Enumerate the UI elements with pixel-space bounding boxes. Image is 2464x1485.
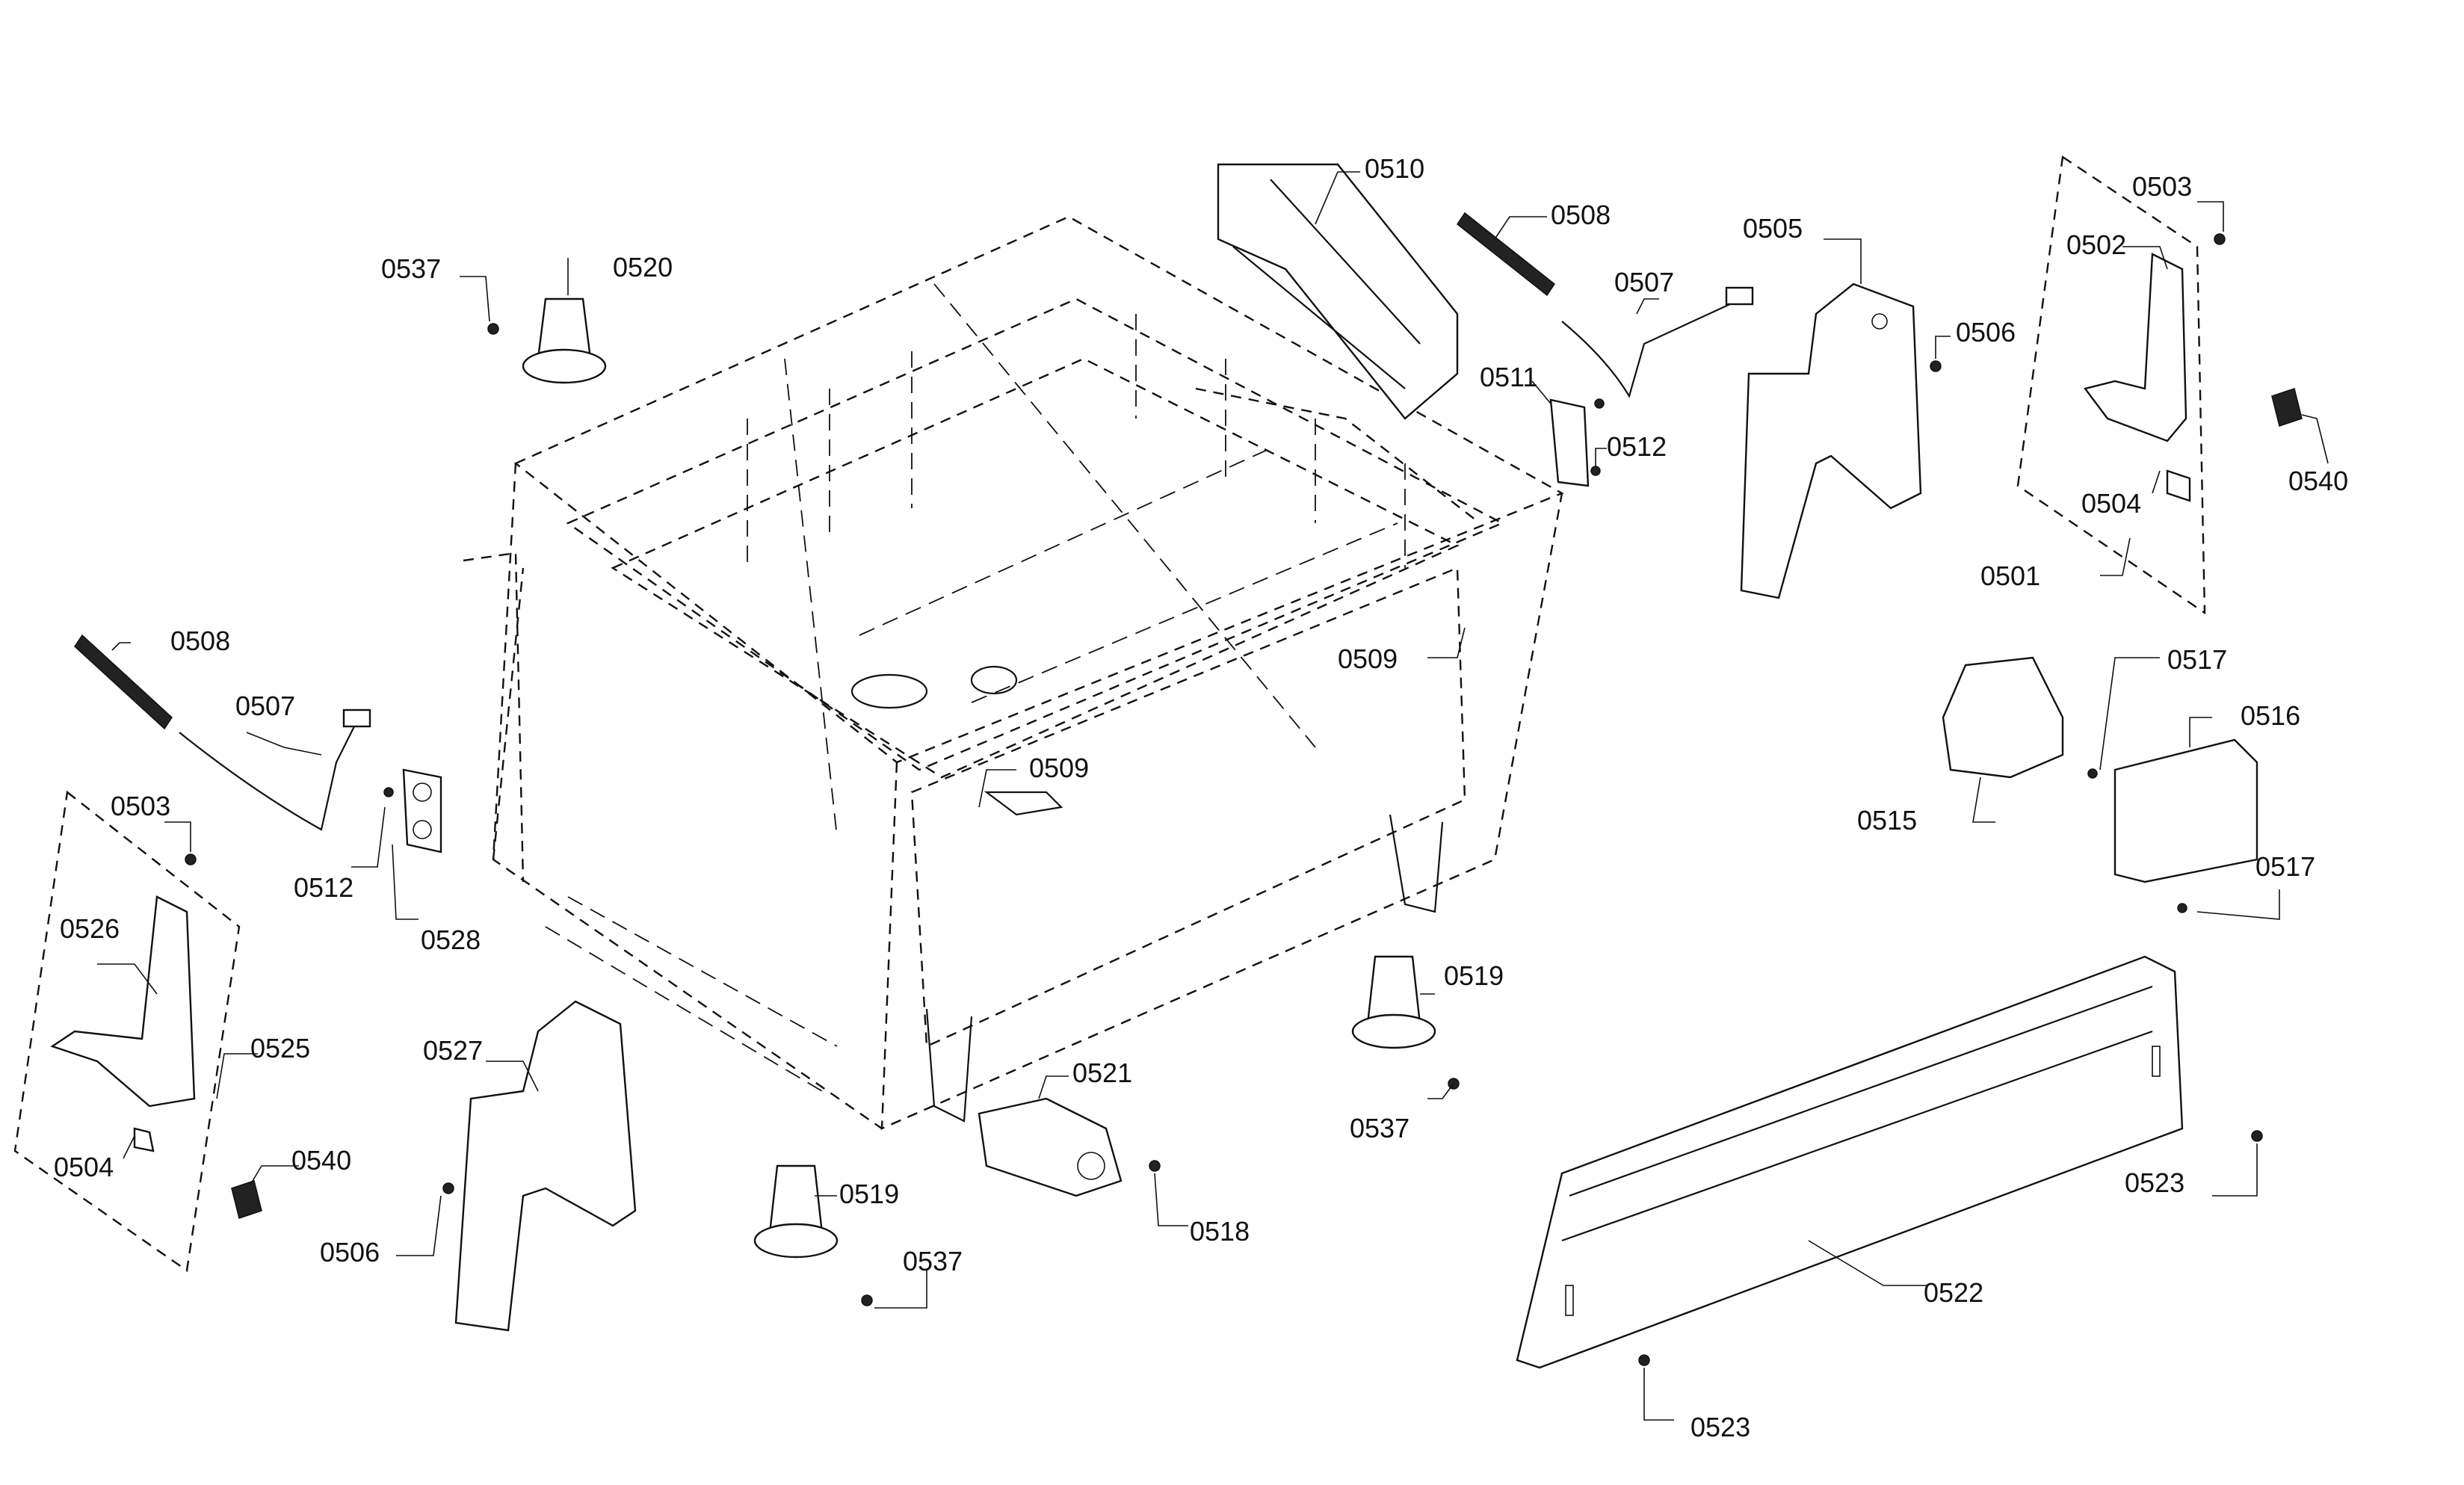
part-0501-hinge-assembly-right	[2016, 155, 2206, 615]
label-0522: 0522	[1924, 1277, 1983, 1308]
label-0537-bottom: 0537	[903, 1246, 963, 1276]
part-0505-hinge-arm	[1740, 283, 1922, 599]
part-0515-housing	[1942, 656, 2064, 779]
part-0523-screw-b	[1638, 1354, 1650, 1366]
label-0517-top: 0517	[2167, 644, 2227, 675]
label-0528: 0528	[421, 924, 481, 955]
part-0517-screw-a	[2087, 768, 2098, 779]
label-0505: 0505	[1743, 213, 1803, 244]
part-0525-hinge-assembly-left	[13, 790, 241, 1273]
label-0509-mid: 0509	[1029, 753, 1089, 783]
label-0515: 0515	[1857, 805, 1917, 836]
part-0508-spring-left	[74, 634, 173, 730]
part-0520-leveling-foot	[522, 297, 607, 384]
label-0537-top: 0537	[381, 253, 441, 284]
part-labels: 0510 0508 0505 0503 0502 0537 0520 0507 …	[54, 153, 2348, 1442]
part-0508-spring-top	[1456, 212, 1556, 297]
part-0521-water-valve	[978, 1097, 1123, 1197]
part-0537-screw-a	[487, 323, 499, 335]
part-0527-hinge-arm-left	[454, 1000, 637, 1332]
label-0519-bottom: 0519	[839, 1179, 899, 1209]
label-0516: 0516	[2241, 700, 2300, 731]
label-0521: 0521	[1072, 1058, 1132, 1088]
label-0518: 0518	[1190, 1216, 1250, 1247]
label-0527: 0527	[423, 1035, 483, 1066]
part-0519-leveling-foot-right	[1351, 955, 1436, 1049]
label-0506-left: 0506	[320, 1237, 380, 1268]
part-0540-clip-left	[231, 1180, 262, 1219]
label-0540-right: 0540	[2288, 466, 2348, 496]
part-0519-leveling-foot-bottom	[753, 1164, 839, 1259]
part-0528-bracket	[402, 768, 442, 853]
label-0526: 0526	[60, 913, 120, 944]
part-0516-cover	[2113, 738, 2258, 883]
part-0522-kick-plate	[1516, 955, 2184, 1369]
part-0518-screw	[1149, 1160, 1161, 1172]
label-0504-right: 0504	[2081, 488, 2141, 519]
part-0506-screw-top	[1930, 360, 1942, 372]
label-0508-top: 0508	[1551, 200, 1611, 230]
label-0519-right: 0519	[1444, 960, 1504, 991]
label-0506-top: 0506	[1956, 317, 2016, 348]
label-0502: 0502	[2066, 229, 2126, 260]
part-0512-screw-left	[383, 787, 394, 797]
label-0508-left: 0508	[170, 626, 230, 656]
part-0507-cable-left	[179, 708, 371, 831]
part-0537-screw-c	[861, 1294, 873, 1306]
part-0510-control-module	[1217, 163, 1459, 420]
part-0540-clip-right	[2271, 388, 2303, 427]
label-0507-left: 0507	[235, 691, 295, 721]
label-0517-bottom: 0517	[2255, 851, 2315, 882]
part-0517-screw-b	[2177, 903, 2187, 913]
label-0523-right: 0523	[2125, 1167, 2184, 1198]
label-0504-left: 0504	[54, 1152, 114, 1182]
part-0507-cable-top	[1561, 286, 1754, 398]
label-0520: 0520	[613, 252, 673, 283]
label-0510: 0510	[1365, 153, 1424, 184]
part-0503-screw-right	[2214, 233, 2226, 245]
part-0506-screw-left	[442, 1182, 454, 1194]
part-0523-screw-a	[2251, 1130, 2263, 1142]
label-0537-right: 0537	[1350, 1113, 1409, 1143]
label-0525: 0525	[250, 1033, 310, 1063]
tub-frame	[463, 215, 1564, 1130]
label-0503-right: 0503	[2132, 171, 2192, 202]
label-0501: 0501	[1980, 561, 2040, 591]
label-0540-left: 0540	[291, 1145, 351, 1176]
label-0507-top: 0507	[1614, 267, 1674, 297]
part-0503-screw-left	[185, 853, 197, 865]
part-0511-bracket	[1549, 398, 1605, 487]
label-0512-top: 0512	[1607, 431, 1667, 462]
label-0523-bottom: 0523	[1690, 1412, 1750, 1442]
label-0512-left: 0512	[294, 872, 353, 903]
label-0503-left: 0503	[111, 791, 170, 821]
leader-lines	[97, 171, 2329, 1421]
label-0509-top: 0509	[1338, 643, 1398, 674]
label-0511: 0511	[1480, 362, 1537, 392]
